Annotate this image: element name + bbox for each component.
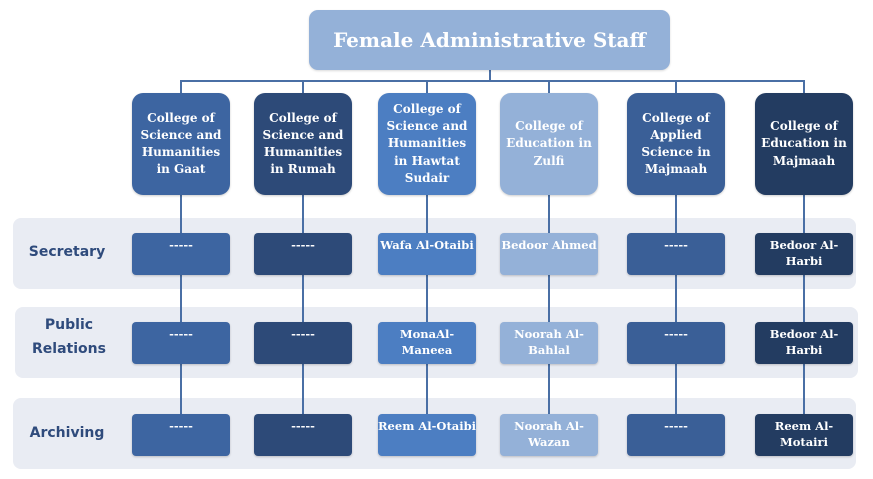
staff-cell: -----: [254, 233, 352, 275]
staff-cell: -----: [132, 233, 230, 275]
title-connector: [489, 70, 491, 81]
staff-cell: Noorah Al-Bahlal: [500, 322, 598, 364]
college-box-1: College of Science and Humanities in Gaa…: [132, 93, 230, 195]
column-connector-5: [675, 195, 677, 414]
column-connector-1: [180, 195, 182, 414]
column-connector-3: [426, 195, 428, 414]
column-connector-top-5: [675, 80, 677, 93]
staff-cell: -----: [627, 414, 725, 456]
column-connector-top-4: [548, 80, 550, 93]
college-box-4: College of Education in Zulfi: [500, 93, 598, 195]
staff-cell: -----: [132, 322, 230, 364]
staff-cell: Reem Al-Motairi: [755, 414, 853, 456]
row-label-archiving: Archiving: [29, 425, 105, 442]
college-box-3: College of Science and Humanities in Haw…: [378, 93, 476, 195]
chart-title: Female Administrative Staff: [309, 10, 670, 70]
column-connector-2: [302, 195, 304, 414]
staff-cell: -----: [627, 233, 725, 275]
college-box-5: College of Applied Science in Majmaah: [627, 93, 725, 195]
column-connector-top-2: [302, 80, 304, 93]
staff-cell: Reem Al-Otaibi: [378, 414, 476, 456]
row-label-secretary: Secretary: [28, 244, 106, 261]
staff-cell: -----: [132, 414, 230, 456]
staff-cell: Bedoor Al-Harbi: [755, 322, 853, 364]
column-connector-4: [548, 195, 550, 414]
column-connector-6: [803, 195, 805, 414]
college-box-2: College of Science and Humanities in Rum…: [254, 93, 352, 195]
bus-connector: [180, 80, 805, 82]
column-connector-top-3: [426, 80, 428, 93]
staff-cell: Bedoor Ahmed: [500, 233, 598, 275]
college-box-6: College of Education in Majmaah: [755, 93, 853, 195]
staff-cell: -----: [254, 414, 352, 456]
staff-cell: Wafa Al-Otaibi: [378, 233, 476, 275]
column-connector-top-6: [803, 80, 805, 93]
row-label-public-relations: Public Relations: [32, 317, 106, 357]
staff-cell: -----: [254, 322, 352, 364]
staff-cell: MonaAl-Maneea: [378, 322, 476, 364]
staff-cell: Noorah Al-Wazan: [500, 414, 598, 456]
staff-cell: Bedoor Al-Harbi: [755, 233, 853, 275]
column-connector-top-1: [180, 80, 182, 93]
staff-cell: -----: [627, 322, 725, 364]
